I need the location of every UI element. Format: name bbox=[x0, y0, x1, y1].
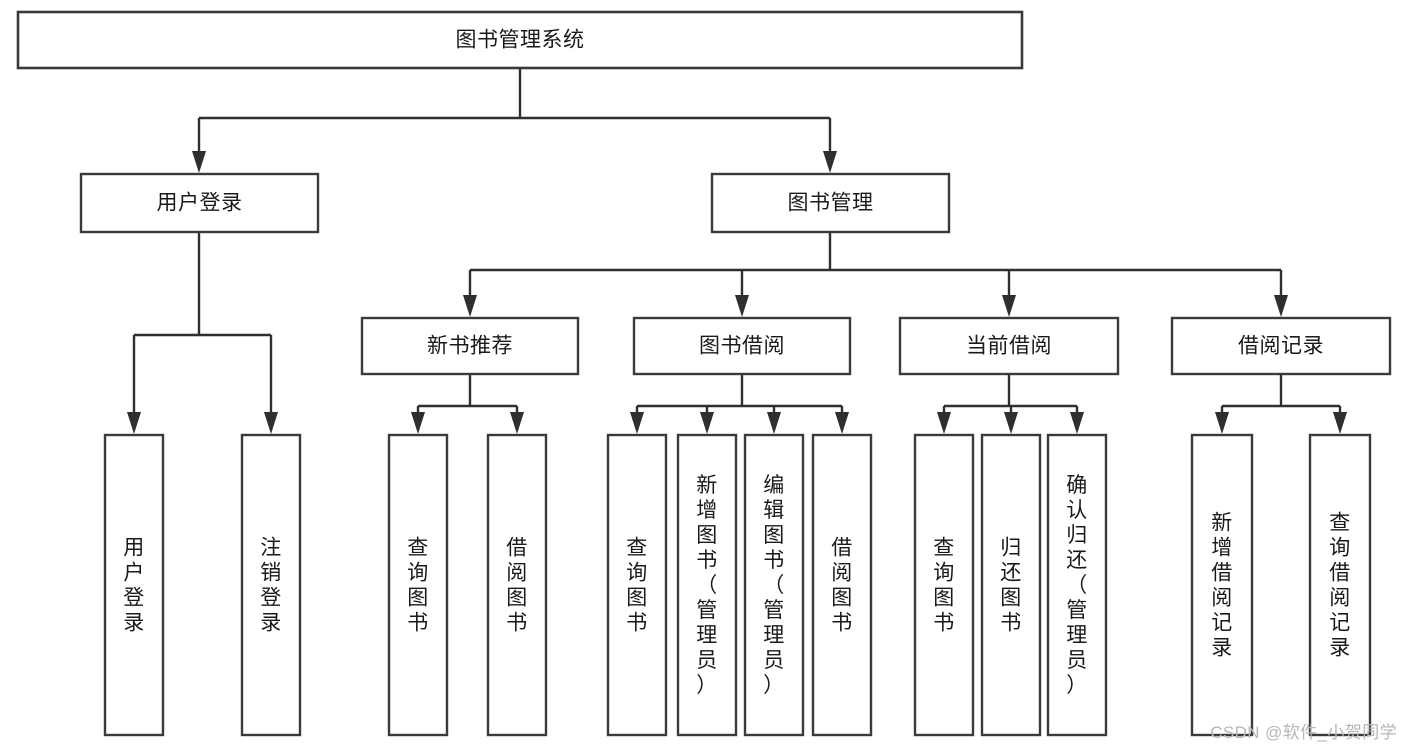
node-label: 查询借阅记录 bbox=[1329, 512, 1351, 660]
node-box[interactable] bbox=[743, 433, 805, 737]
arrow-head-icon bbox=[1215, 412, 1229, 434]
leaf-node-leaf-edit-book-admin[interactable]: 编辑图书（管理员） bbox=[743, 433, 805, 737]
node-label: 新增图书（管理员） bbox=[696, 474, 718, 697]
leaf-node-leaf-confirm-return-admin[interactable]: 确认归还（管理员） bbox=[1046, 433, 1108, 737]
leaf-node-leaf-query-borrow-record[interactable]: 查询借阅记录 bbox=[1308, 433, 1372, 737]
node-box[interactable] bbox=[103, 433, 165, 737]
arrow-head-icon bbox=[1333, 412, 1347, 434]
node-label: 图书借阅 bbox=[699, 335, 785, 358]
connector-book-management bbox=[463, 232, 1288, 317]
node-layer: 图书管理系统用户登录图书管理新书推荐图书借阅当前借阅借阅记录用户登录注销登录查询… bbox=[16, 10, 1392, 737]
leaf-node-leaf-query-book-2[interactable]: 查询图书 bbox=[606, 433, 668, 737]
arrow-head-icon bbox=[835, 412, 849, 434]
node-label: 当前借阅 bbox=[966, 335, 1052, 358]
leaf-node-leaf-add-borrow-record[interactable]: 新增借阅记录 bbox=[1190, 433, 1254, 737]
arrow-head-icon bbox=[1070, 412, 1084, 434]
node-label: 编辑图书（管理员） bbox=[763, 474, 785, 697]
connector-book-borrow bbox=[630, 374, 849, 434]
node-label: 查询图书 bbox=[933, 537, 955, 635]
node-box[interactable] bbox=[79, 172, 320, 234]
node-label: 注销登录 bbox=[260, 537, 282, 635]
node-label: 确认归还（管理员） bbox=[1066, 474, 1088, 697]
node-label: 查询图书 bbox=[407, 537, 429, 635]
node-label: 新增借阅记录 bbox=[1211, 512, 1233, 660]
leaf-node-leaf-borrow-book-2[interactable]: 借阅图书 bbox=[811, 433, 873, 737]
node-box[interactable] bbox=[1170, 316, 1392, 376]
level3-node-current-borrow[interactable]: 当前借阅 bbox=[898, 316, 1120, 376]
arrow-head-icon bbox=[700, 412, 714, 434]
node-label: 图书管理系统 bbox=[456, 29, 585, 52]
level2-node-user-login[interactable]: 用户登录 bbox=[79, 172, 320, 234]
leaf-node-leaf-user-login[interactable]: 用户登录 bbox=[103, 433, 165, 737]
node-box[interactable] bbox=[676, 433, 738, 737]
arrow-head-icon bbox=[127, 412, 141, 434]
leaf-node-leaf-query-book-1[interactable]: 查询图书 bbox=[387, 433, 449, 737]
arrow-head-icon bbox=[823, 151, 837, 173]
node-box[interactable] bbox=[913, 433, 975, 737]
arrow-head-icon bbox=[937, 412, 951, 434]
node-box[interactable] bbox=[1190, 433, 1254, 737]
arrow-head-icon bbox=[192, 151, 206, 173]
connector-user-login bbox=[127, 232, 278, 434]
node-label: 用户登录 bbox=[157, 192, 243, 215]
arrow-head-icon bbox=[1274, 295, 1288, 317]
node-label: 借阅图书 bbox=[506, 537, 528, 635]
connector-layer bbox=[127, 68, 1347, 434]
arrow-head-icon bbox=[510, 412, 524, 434]
node-label: 图书管理 bbox=[788, 192, 874, 215]
connector-current-borrow bbox=[937, 374, 1084, 434]
arrow-head-icon bbox=[1002, 295, 1016, 317]
node-box[interactable] bbox=[387, 433, 449, 737]
level2-node-book-management[interactable]: 图书管理 bbox=[710, 172, 951, 234]
leaf-node-leaf-return-book[interactable]: 归还图书 bbox=[980, 433, 1042, 737]
arrow-head-icon bbox=[630, 412, 644, 434]
arrow-head-icon bbox=[1004, 412, 1018, 434]
node-box[interactable] bbox=[1046, 433, 1108, 737]
node-box[interactable] bbox=[240, 433, 302, 737]
node-label: 借阅图书 bbox=[831, 537, 853, 635]
node-box[interactable] bbox=[811, 433, 873, 737]
connector-new-book-recommend bbox=[411, 374, 524, 434]
level3-node-book-borrow[interactable]: 图书借阅 bbox=[632, 316, 852, 376]
root-node-root[interactable]: 图书管理系统 bbox=[16, 10, 1024, 70]
arrow-head-icon bbox=[767, 412, 781, 434]
csdn-watermark: CSDN @软件_小贺同学 bbox=[1210, 723, 1397, 742]
node-box[interactable] bbox=[632, 316, 852, 376]
leaf-node-leaf-query-book-3[interactable]: 查询图书 bbox=[913, 433, 975, 737]
leaf-node-leaf-add-book-admin[interactable]: 新增图书（管理员） bbox=[676, 433, 738, 737]
arrow-head-icon bbox=[735, 295, 749, 317]
node-box[interactable] bbox=[710, 172, 951, 234]
node-label: 归还图书 bbox=[1000, 537, 1022, 635]
node-label: 用户登录 bbox=[123, 537, 145, 635]
node-box[interactable] bbox=[606, 433, 668, 737]
level3-node-borrow-record[interactable]: 借阅记录 bbox=[1170, 316, 1392, 376]
arrow-head-icon bbox=[264, 412, 278, 434]
leaf-node-leaf-user-logout[interactable]: 注销登录 bbox=[240, 433, 302, 737]
connector-borrow-record bbox=[1215, 374, 1347, 434]
level3-node-new-book-recommend[interactable]: 新书推荐 bbox=[360, 316, 580, 376]
connector-root bbox=[192, 68, 837, 173]
node-box[interactable] bbox=[486, 433, 548, 737]
node-label: 新书推荐 bbox=[427, 335, 513, 358]
node-box[interactable] bbox=[1308, 433, 1372, 737]
node-label: 借阅记录 bbox=[1238, 335, 1324, 358]
node-box[interactable] bbox=[360, 316, 580, 376]
node-box[interactable] bbox=[898, 316, 1120, 376]
leaf-node-leaf-borrow-book-1[interactable]: 借阅图书 bbox=[486, 433, 548, 737]
arrow-head-icon bbox=[463, 295, 477, 317]
arrow-head-icon bbox=[411, 412, 425, 434]
node-box[interactable] bbox=[980, 433, 1042, 737]
node-box[interactable] bbox=[16, 10, 1024, 70]
node-label: 查询图书 bbox=[626, 537, 648, 635]
